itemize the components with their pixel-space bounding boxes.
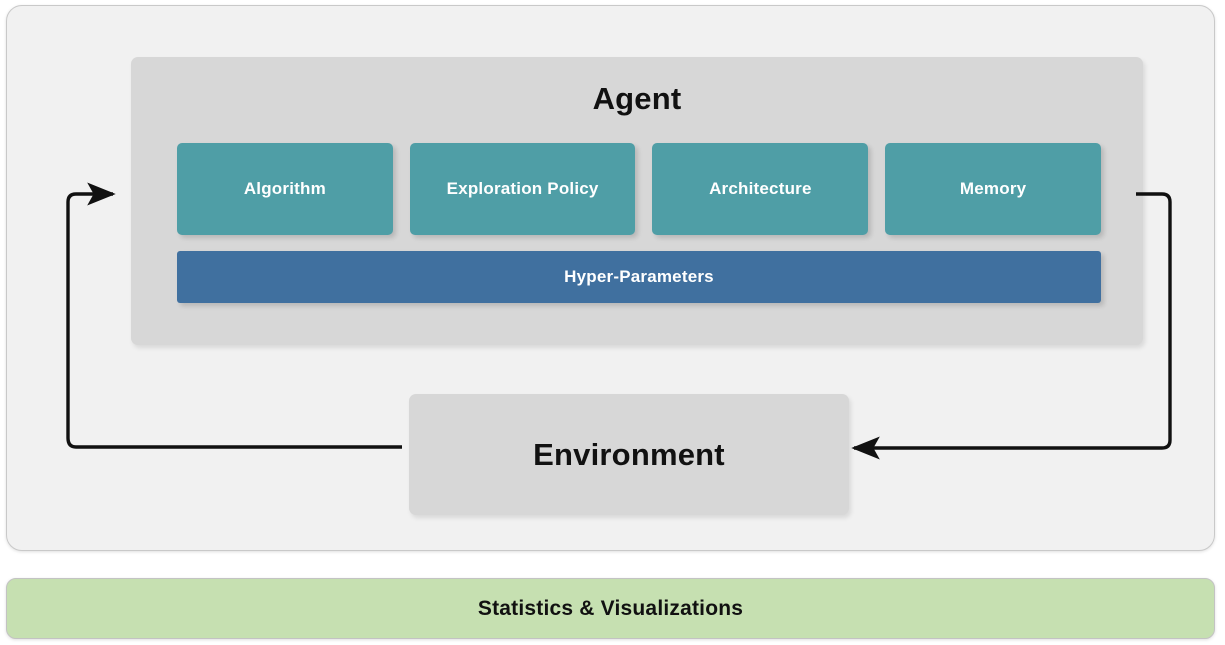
agent-component-algorithm-label: Algorithm xyxy=(243,179,326,198)
hyper-parameters-label: Hyper-Parameters xyxy=(564,267,714,286)
agent-component-architecture[interactable]: Architecture xyxy=(652,143,869,235)
agent-component-memory[interactable]: Memory xyxy=(885,143,1101,235)
agent-component-exploration-policy[interactable]: Exploration Policy xyxy=(409,143,636,235)
agent-component-row: Algorithm Exploration Policy Architectur… xyxy=(177,143,1101,235)
agent-component-memory-label: Memory xyxy=(959,179,1027,198)
environment-box[interactable]: Environment xyxy=(409,394,849,515)
hyper-parameters-bar[interactable]: Hyper-Parameters xyxy=(177,251,1101,303)
statistics-visualizations-label: Statistics & Visualizations xyxy=(477,596,744,620)
agent-component-architecture-label: Architecture xyxy=(709,179,812,198)
agent-component-exploration-policy-label: Exploration Policy xyxy=(446,179,599,198)
agent-component-algorithm[interactable]: Algorithm xyxy=(177,143,393,235)
framework-card: Agent Algorithm Exploration Policy Archi… xyxy=(6,5,1215,551)
statistics-visualizations-banner[interactable]: Statistics & Visualizations xyxy=(6,578,1215,639)
agent-title: Agent xyxy=(592,81,682,116)
environment-label: Environment xyxy=(533,436,725,472)
agent-panel[interactable]: Agent Algorithm Exploration Policy Archi… xyxy=(131,57,1143,345)
